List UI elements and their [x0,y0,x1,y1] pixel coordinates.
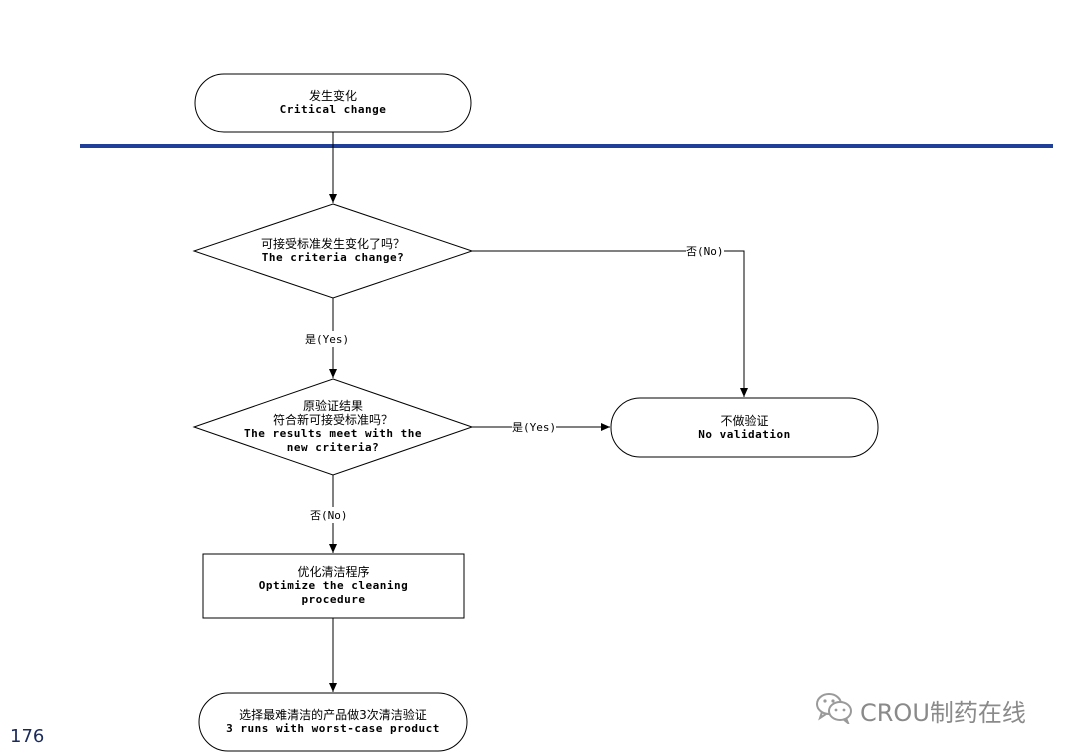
edge-label-d1-yes: 是(Yes) [305,331,350,347]
watermark: CROU制药在线 [814,690,1026,730]
worst-case-terminal-shape [198,692,468,752]
no-validation-label-en: No validation [698,427,791,441]
watermark-text: CROU制药在线 [860,698,1026,727]
worst-case-label-en: 3 runs with worst-case product [226,722,440,735]
worst-case-label-zh: 选择最难清洁的产品做3次清洁验证 [239,708,427,722]
decision2: 原验证结果 符合新可接受标准吗？ The results meet with t… [194,379,472,475]
no-validation-label-zh: 不做验证 [720,413,769,428]
optimize-label-en2: procedure [301,593,366,606]
edge-label-d2-no: 否(No) [310,507,348,523]
worst-case-terminal: 选择最难清洁的产品做3次清洁验证 3 runs with worst-case … [199,693,467,751]
optimize-process-shape [202,553,465,619]
decision2-label-zh2: 符合新可接受标准吗？ [272,413,393,427]
no-validation-shape [610,397,879,458]
start-label-en: Critical change [279,103,387,116]
optimize-label-zh: 优化清洁程序 [297,565,370,579]
optimize-label-en1: Optimize the cleaning [258,579,409,592]
edge-label-d1-no: 否(No) [686,243,724,259]
wechat-icon [814,690,854,730]
optimize-process: 优化清洁程序 Optimize the cleaning procedure [203,554,464,618]
no-validation-terminal: 不做验证 No validation [611,398,878,457]
edge-label-d2-yes: 是(Yes) [512,419,557,435]
edge-d1-no [472,250,748,397]
start-terminal: 发生变化 Critical change [195,74,471,132]
decision1: 可接受标准发生变化了吗？ The criteria change? [194,204,472,298]
decision1-label-zh: 可接受标准发生变化了吗？ [260,237,405,251]
page-number: 176 [10,726,45,747]
decision2-label-zh1: 原验证结果 [302,399,363,413]
decision2-label-en2: new criteria? [286,441,380,454]
decision2-label-en1: The results meet with the [243,427,423,440]
start-label-zh: 发生变化 [308,89,357,103]
decision1-label-en: The criteria change? [261,251,405,264]
